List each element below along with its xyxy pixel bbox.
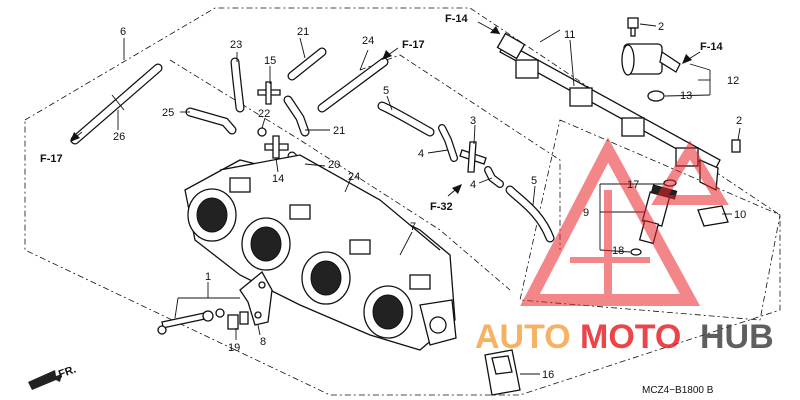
label-12: 12	[727, 75, 739, 87]
hose-5-upper[interactable]	[377, 101, 435, 137]
long-hose-26[interactable]	[70, 63, 163, 145]
label-15: 15	[264, 55, 276, 67]
t-joint-15[interactable]	[257, 81, 281, 105]
clip-10[interactable]	[697, 205, 729, 227]
label-21-top: 21	[297, 26, 309, 38]
throttle-group-outline	[24, 7, 781, 396]
inner-group-outline	[169, 59, 511, 291]
bracket-16[interactable]	[484, 349, 521, 396]
arrow-f32	[447, 184, 462, 197]
seal-18[interactable]	[630, 248, 642, 256]
label-7: 7	[410, 221, 416, 233]
label-2-right: 2	[736, 115, 742, 127]
hose-24-upper[interactable]	[317, 57, 389, 113]
ref-f17-top: F-17	[402, 39, 425, 51]
watermark-text-auto: AUTO	[475, 318, 571, 356]
ref-f14-right: F-14	[700, 41, 724, 53]
bracket-8[interactable]	[239, 271, 273, 326]
label-5-lower: 5	[531, 175, 537, 187]
label-14: 14	[272, 173, 284, 185]
bolt-19[interactable]	[227, 311, 249, 330]
ref-f14-top: F-14	[445, 13, 469, 25]
watermark-text-moto: MOTO	[580, 318, 681, 356]
front-arrow-icon	[28, 370, 62, 390]
hose-23[interactable]	[230, 57, 245, 113]
label-9: 9	[583, 207, 589, 219]
label-17: 17	[627, 179, 639, 191]
bolt-2-right[interactable]	[731, 139, 741, 153]
hose-4-right[interactable]	[484, 166, 504, 188]
label-1: 1	[205, 271, 211, 283]
label-11: 11	[564, 29, 575, 41]
label-3: 3	[470, 115, 476, 127]
hose-5-lower[interactable]	[505, 185, 555, 243]
t-joint-14[interactable]	[264, 135, 289, 159]
label-23: 23	[230, 39, 242, 51]
throttle-body-assembly[interactable]	[184, 154, 457, 351]
label-24-lower: 24	[348, 171, 360, 183]
bolt-2-top[interactable]	[627, 17, 639, 37]
label-24-top: 24	[362, 35, 374, 47]
bolt-1[interactable]	[157, 311, 211, 335]
label-10: 10	[734, 209, 746, 221]
pressure-regulator-12[interactable]	[621, 43, 681, 76]
arrow-f17-top	[382, 47, 399, 60]
label-25: 25	[162, 107, 174, 119]
arrow-f14-right	[682, 51, 701, 64]
label-5-upper: 5	[383, 85, 389, 97]
hose-25[interactable]	[185, 107, 237, 135]
label-4-left: 4	[418, 148, 424, 160]
label-6: 6	[120, 26, 126, 38]
diagram-code: MCZ4−B1800 B	[642, 385, 714, 396]
label-16: 16	[542, 369, 554, 381]
hose-21-upper[interactable]	[287, 47, 327, 81]
watermark-logo-triangle	[520, 137, 729, 306]
hose-4-left[interactable]	[438, 124, 458, 162]
label-20: 20	[328, 159, 340, 171]
arrow-f14-top	[477, 21, 501, 35]
label-2-top: 2	[658, 21, 664, 33]
ref-f32: F-32	[430, 201, 453, 213]
label-4-right: 4	[470, 179, 476, 191]
label-21-lower: 21	[333, 125, 345, 137]
watermark-text-hub: HUB	[700, 318, 774, 356]
label-8: 8	[260, 336, 266, 348]
front-label: FR.	[57, 363, 78, 380]
label-26: 26	[113, 131, 125, 143]
label-19: 19	[228, 342, 240, 354]
label-18: 18	[612, 245, 624, 257]
hose-21-lower[interactable]	[283, 95, 310, 137]
o-ring-13[interactable]	[647, 90, 665, 102]
arrow-f17-left	[70, 131, 83, 142]
ref-f17-left: F-17	[40, 153, 63, 165]
washers-1[interactable]	[202, 308, 225, 322]
label-22: 22	[258, 108, 270, 120]
label-13: 13	[680, 90, 692, 102]
clip-22[interactable]	[257, 127, 267, 137]
t-joint-3[interactable]	[459, 141, 487, 173]
